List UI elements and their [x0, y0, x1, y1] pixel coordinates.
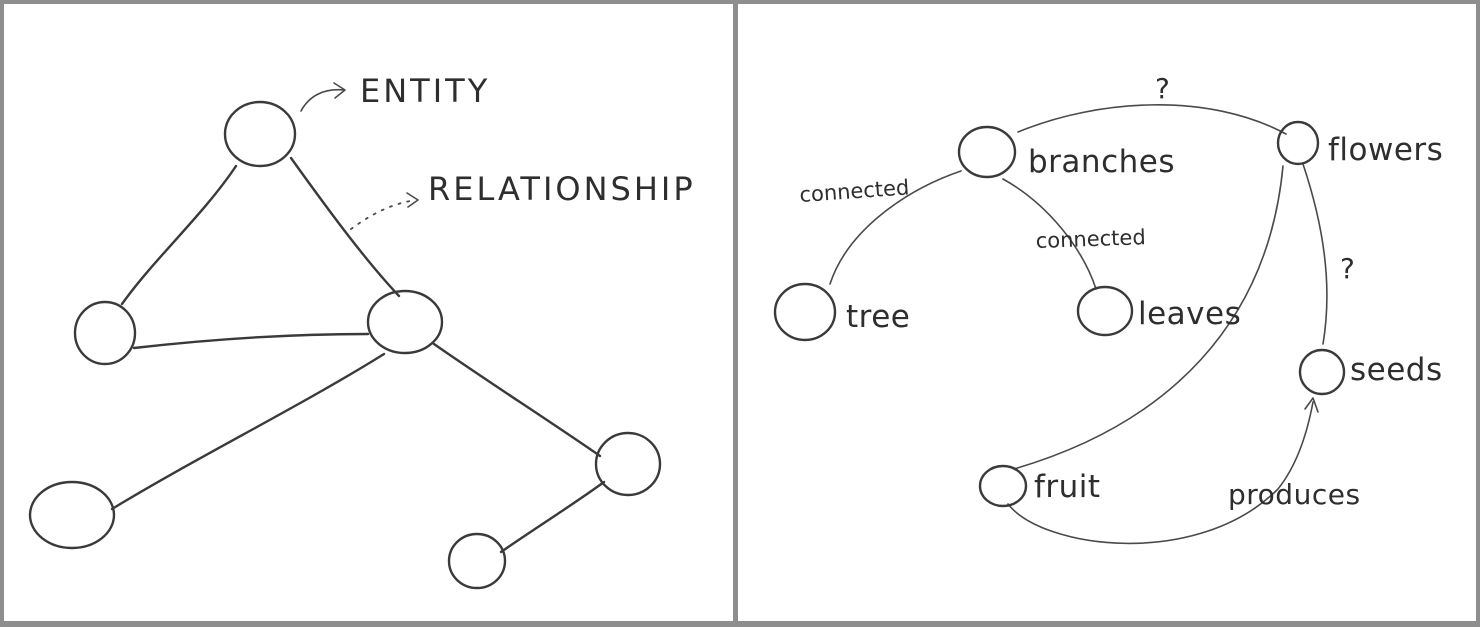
entity-pointer-arrow: [300, 88, 345, 112]
node-left: [73, 300, 137, 366]
panel-graph-legend: ENTITY RELATIONSHIP: [4, 4, 733, 621]
node-fruit: [978, 464, 1028, 508]
edge-label-tree-branches: connected: [799, 175, 910, 207]
node-tree: [773, 282, 837, 342]
node-label-tree: tree: [846, 299, 910, 335]
node-entity-example: [223, 100, 297, 168]
node-right: [594, 431, 662, 497]
edge-left-mid: [132, 332, 370, 350]
node-label-leaves: leaves: [1138, 296, 1241, 332]
edge-mid-right: [432, 342, 602, 458]
node-bottom-left: [28, 480, 116, 550]
entity-legend-label: ENTITY: [360, 72, 490, 110]
edge-flowers-seeds: [1302, 163, 1328, 345]
node-label-flowers: flowers: [1328, 132, 1443, 168]
node-bottom-right: [447, 532, 507, 590]
entity-pointer-arrowhead: [333, 82, 346, 99]
relationship-pointer-arrow: [350, 199, 417, 230]
node-branches: [957, 125, 1017, 179]
edge-flowers-fruit: [1013, 165, 1284, 470]
edge-right-bottom: [499, 480, 606, 554]
relationship-pointer-arrowhead: [406, 192, 419, 208]
edge-fruit-seeds-arrowhead: [1304, 397, 1319, 413]
edge-label-flowers-seeds: ?: [1340, 252, 1355, 285]
edge-label-branches-flowers: ?: [1155, 72, 1170, 105]
node-label-fruit: fruit: [1034, 469, 1101, 505]
edge-fruit-seeds: [1007, 401, 1314, 545]
node-middle: [366, 289, 444, 355]
panel-concept-graph: branches flowers tree leaves seeds fruit…: [738, 4, 1476, 621]
edge-branches-leaves: [1002, 178, 1097, 290]
edge-branches-flowers: [1017, 104, 1287, 135]
node-seeds: [1298, 348, 1346, 396]
concept-graph-drawing: branches flowers tree leaves seeds fruit…: [773, 72, 1443, 545]
node-leaves: [1076, 285, 1134, 337]
edge-label-branches-leaves: connected: [1035, 225, 1146, 253]
relationship-legend-label: RELATIONSHIP: [428, 170, 696, 208]
legend-graph-drawing: ENTITY RELATIONSHIP: [28, 72, 696, 590]
edge-mid-bottomleft: [110, 352, 386, 511]
edge-tree-branches: [829, 170, 962, 285]
edge-label-fruit-seeds: produces: [1228, 478, 1361, 511]
node-label-seeds: seeds: [1350, 352, 1443, 388]
edge-top-left: [120, 164, 238, 306]
node-label-branches: branches: [1028, 144, 1175, 180]
node-flowers: [1276, 120, 1320, 166]
edge-top-right: [289, 156, 401, 298]
